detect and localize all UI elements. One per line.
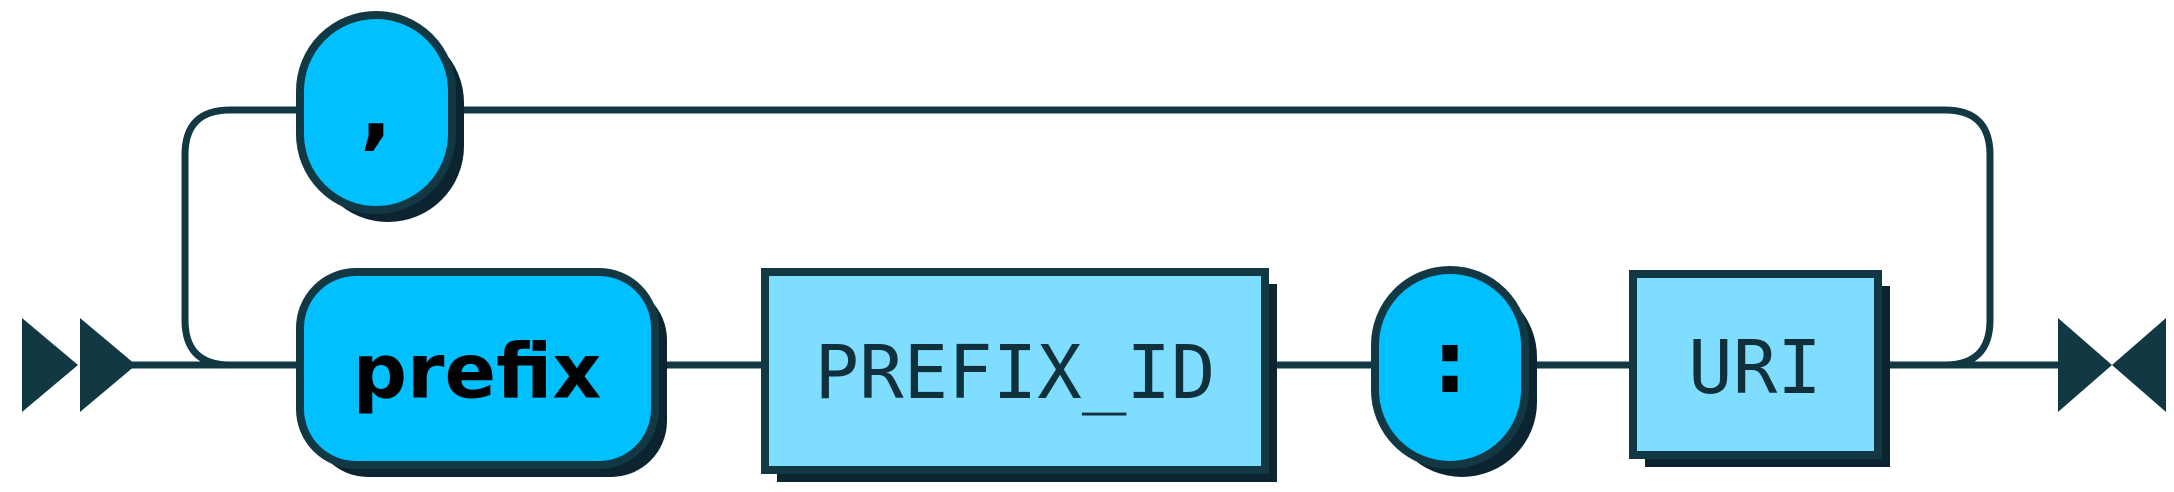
end-arrow-triangle-right	[2112, 318, 2166, 412]
start-arrow-triangle-2	[80, 318, 136, 412]
prefix-terminal-label: prefix	[353, 327, 602, 416]
prefix-id-label: PREFIX_ID	[815, 330, 1216, 416]
colon-terminal-body[interactable]	[1371, 266, 1529, 469]
node-uri-nonterminal[interactable]: URI	[1629, 270, 1890, 467]
end-arrows-icon	[2058, 318, 2166, 412]
comma-terminal-label: ,	[360, 61, 392, 159]
node-prefix-terminal[interactable]: prefix	[296, 268, 667, 477]
node-colon-terminal[interactable]: :	[1371, 266, 1537, 477]
comma-terminal-body[interactable]	[296, 11, 456, 214]
prefix-terminal-body[interactable]	[296, 268, 659, 469]
uri-body[interactable]	[1629, 270, 1882, 459]
track-loop-left	[181, 106, 300, 369]
node-prefix-id-nonterminal[interactable]: PREFIX_ID	[761, 268, 1277, 482]
start-arrows-icon	[22, 318, 136, 412]
node-comma-terminal[interactable]: ,	[296, 11, 464, 222]
prefix-id-body[interactable]	[761, 268, 1269, 474]
start-arrow-triangle-1	[22, 318, 78, 412]
uri-label: URI	[1688, 325, 1822, 411]
end-arrow-triangle-left	[2058, 318, 2112, 412]
colon-terminal-label: :	[1433, 313, 1467, 413]
